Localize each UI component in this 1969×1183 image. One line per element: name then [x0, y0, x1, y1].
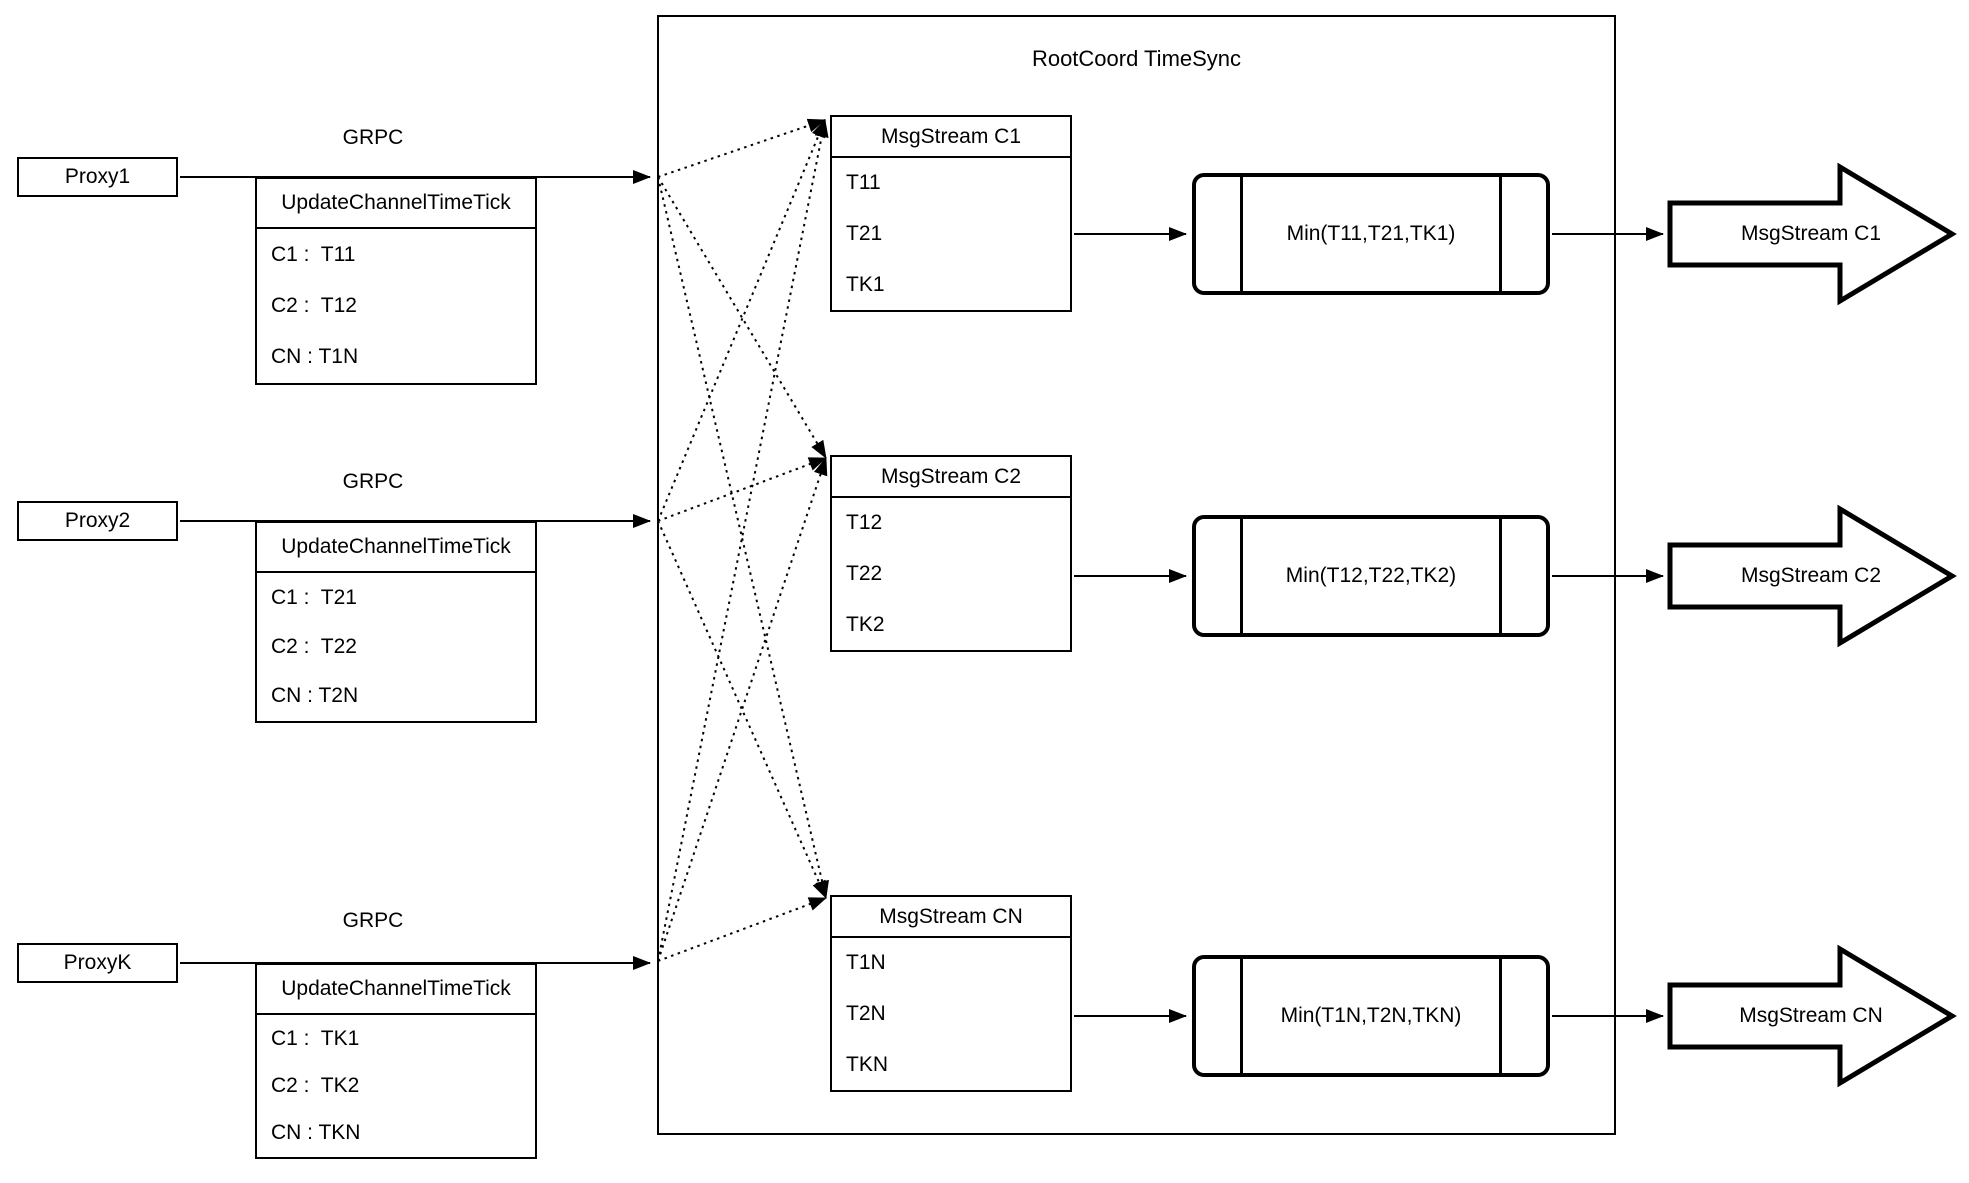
update-tick-header: UpdateChannelTimeTick	[257, 523, 535, 573]
grpc-label-1: GRPC	[342, 126, 404, 149]
tick-value: T2N	[846, 1002, 886, 1025]
dotted-arrow-p2-c1	[657, 119, 826, 522]
msgstream-cn-table: MsgStream CN T1N T2N TKN	[830, 895, 1072, 1092]
block-arrow-msgstream-cn	[1667, 944, 1957, 1088]
dotted-arrow-p1-cn	[657, 176, 829, 899]
block-arrow-msgstream-c1	[1667, 162, 1957, 306]
tick-value: TK1	[846, 272, 885, 296]
dotted-arrow-pk-c1	[657, 119, 829, 962]
tick-row: CN : T1N	[271, 345, 359, 369]
msgstream-cn-title: MsgStream CN	[832, 897, 1070, 938]
tick-value: T11	[846, 171, 881, 195]
msgstream-c2-table: MsgStream C2 T12 T22 TK2	[830, 455, 1072, 652]
proxy2-box: Proxy2	[17, 501, 178, 541]
min-node-c1: Min(T11,T21,TK1)	[1192, 173, 1550, 295]
tick-row: C2 : TK2	[271, 1073, 360, 1097]
update-tick-table-proxyk: UpdateChannelTimeTick C1 : TK1 C2 : TK2 …	[255, 963, 537, 1159]
tick-value: T22	[846, 562, 883, 585]
tick-row: C2 : T22	[271, 634, 357, 658]
msgstream-c1-table: MsgStream C1 T11 T21 TK1	[830, 115, 1072, 312]
rootcoord-timesync-title: RootCoord TimeSync	[1031, 46, 1242, 71]
dotted-arrow-pk-c2	[657, 457, 828, 962]
proxyk-label: ProxyK	[63, 951, 132, 974]
tick-value: TK2	[846, 612, 885, 636]
min-node-right-cap	[1499, 959, 1546, 1073]
output-msgstream-c1-label: MsgStream C1	[1740, 222, 1882, 245]
tick-value: T12	[846, 511, 883, 535]
min-node-c1-label: Min(T11,T21,TK1)	[1286, 222, 1456, 245]
msgstream-c2-title: MsgStream C2	[832, 457, 1070, 498]
tick-row: C2 : T12	[271, 293, 357, 317]
tick-row: CN : T2N	[271, 684, 359, 708]
rootcoord-timesync-box: RootCoord TimeSync	[657, 15, 1616, 1135]
min-node-cn: Min(T1N,T2N,TKN)	[1192, 955, 1550, 1077]
proxy2-label: Proxy2	[64, 509, 131, 532]
update-tick-header: UpdateChannelTimeTick	[257, 179, 535, 229]
grpc-label-3: GRPC	[342, 909, 404, 932]
proxyk-box: ProxyK	[17, 943, 178, 983]
dotted-arrow-p2-c2	[657, 457, 827, 522]
dotted-arrow-p1-c1	[657, 118, 826, 178]
proxy1-label: Proxy1	[64, 165, 131, 188]
update-tick-table-proxy1: UpdateChannelTimeTick C1 : T11 C2 : T12 …	[255, 177, 537, 385]
block-arrow-msgstream-c2	[1667, 504, 1957, 648]
output-msgstream-cn-label: MsgStream CN	[1739, 1004, 1883, 1027]
dotted-arrow-p2-cn	[657, 520, 827, 899]
update-tick-header: UpdateChannelTimeTick	[257, 965, 535, 1015]
min-node-right-cap	[1499, 519, 1546, 633]
msgstream-c1-title: MsgStream C1	[832, 117, 1070, 158]
tick-row: CN : TKN	[271, 1121, 361, 1145]
tick-row: C1 : T11	[271, 242, 356, 266]
proxy1-box: Proxy1	[17, 157, 178, 197]
tick-value: T21	[846, 222, 883, 245]
min-node-right-cap	[1499, 177, 1546, 291]
min-node-left-cap	[1196, 177, 1243, 291]
min-node-cn-label: Min(T1N,T2N,TKN)	[1280, 1004, 1462, 1027]
min-node-c2-label: Min(T12,T22,TK2)	[1285, 564, 1457, 587]
min-node-c2: Min(T12,T22,TK2)	[1192, 515, 1550, 637]
min-node-left-cap	[1196, 959, 1243, 1073]
dotted-arrow-pk-cn	[657, 897, 827, 962]
update-tick-table-proxy2: UpdateChannelTimeTick C1 : T21 C2 : T22 …	[255, 521, 537, 723]
tick-value: T1N	[846, 951, 886, 975]
output-msgstream-c2-label: MsgStream C2	[1740, 564, 1882, 587]
tick-row: C1 : T21	[271, 585, 357, 609]
min-node-left-cap	[1196, 519, 1243, 633]
tick-value: TKN	[846, 1052, 888, 1076]
grpc-label-2: GRPC	[342, 470, 404, 493]
tick-row: C1 : TK1	[271, 1026, 360, 1050]
